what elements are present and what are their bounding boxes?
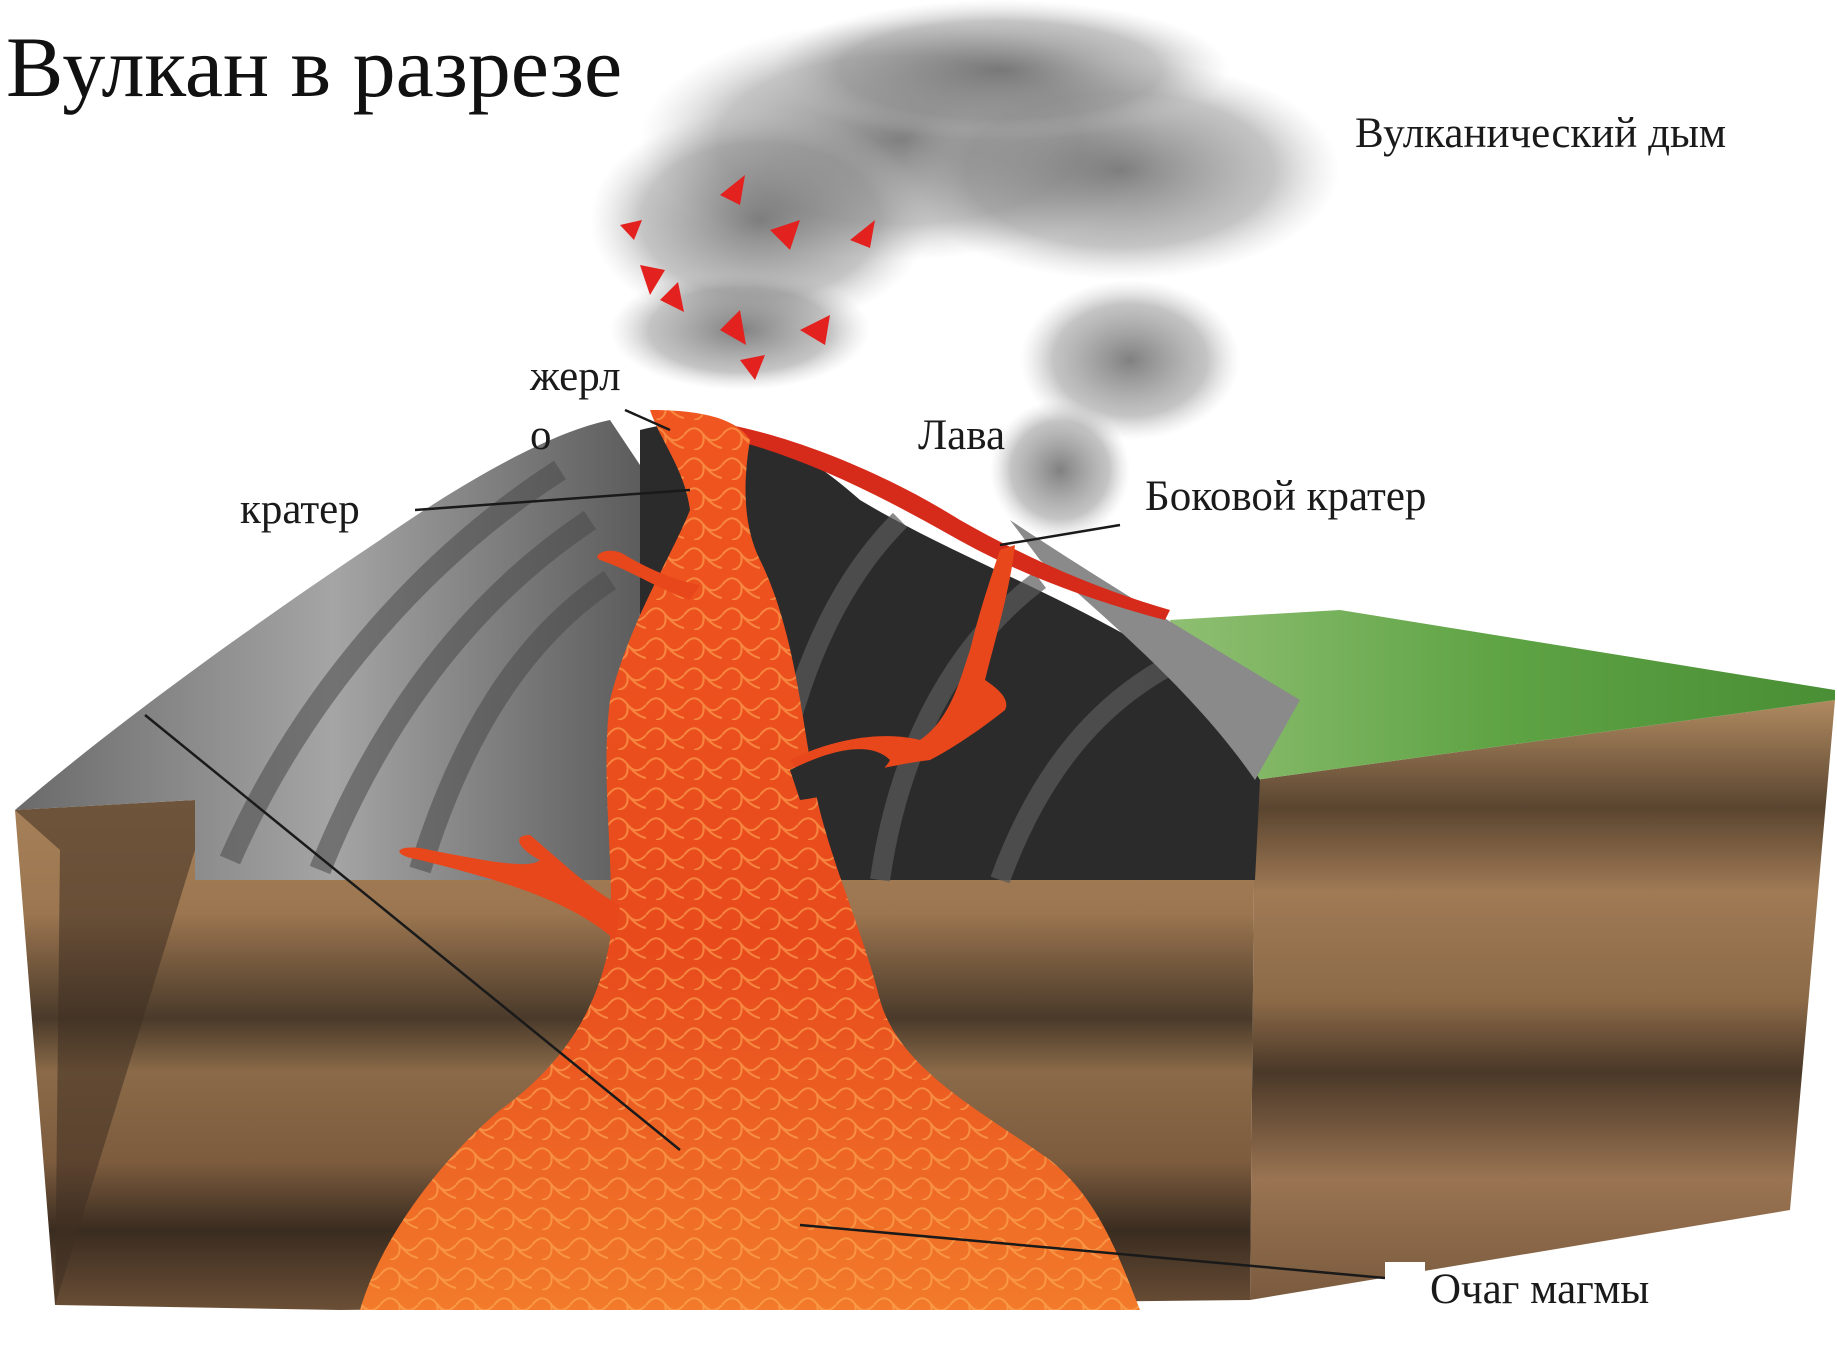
label-vent-line2: о	[530, 414, 552, 457]
label-lava: Лава	[918, 414, 1005, 457]
label-vent-line1: жерл	[530, 355, 621, 398]
label-crater: кратер	[240, 488, 360, 531]
label-side-crater: Боковой кратер	[1145, 475, 1426, 518]
page-title: Вулкан в разрезе	[6, 24, 622, 110]
label-backing	[1385, 1262, 1425, 1288]
soil-block-right	[1250, 700, 1835, 1300]
label-magma-chamber: Очаг магмы	[1430, 1268, 1649, 1311]
label-volcanic-smoke: Вулканический дым	[1355, 112, 1726, 155]
